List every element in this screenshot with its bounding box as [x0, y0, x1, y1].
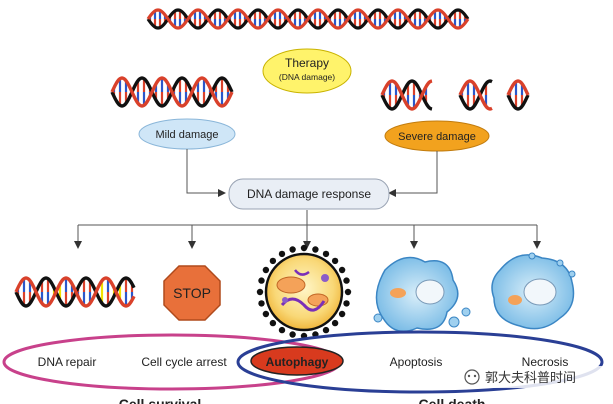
autophagy-node: Autophagy — [250, 346, 344, 376]
therapy-node: Therapy (DNA damage) — [262, 48, 352, 94]
cell-cycle-arrest-label: Cell cycle arrest — [141, 355, 227, 369]
therapy-title: Therapy — [285, 56, 329, 70]
severe-damaged-dna-icon — [380, 79, 530, 111]
necrotic-cell-icon — [491, 252, 576, 330]
stop-sign-icon: STOP — [163, 265, 221, 321]
dna-damage-response-label: DNA damage response — [247, 187, 371, 201]
watermark-text: 郭大夫科普时间 — [485, 370, 576, 386]
autophagy-label: Autophagy — [266, 355, 329, 369]
mild-damage-label: Mild damage — [156, 129, 219, 141]
dna-damage-response-node: DNA damage response — [228, 178, 390, 210]
cell-death-ring — [236, 330, 604, 394]
stop-label: STOP — [173, 285, 211, 301]
cell-death-label: Cell death — [419, 396, 486, 404]
cell-survival-label: Cell survival — [119, 396, 202, 404]
severe-damage-label: Severe damage — [398, 131, 476, 143]
mild-damage-node: Mild damage — [138, 118, 236, 150]
mild-damaged-dna-icon — [110, 76, 234, 108]
intact-dna-icon — [146, 8, 470, 30]
apoptosis-label: Apoptosis — [390, 355, 443, 369]
necrosis-label: Necrosis — [522, 355, 569, 369]
severe-damage-node: Severe damage — [384, 120, 490, 152]
connector-lines — [74, 149, 541, 249]
dna-repair-icon — [14, 276, 136, 308]
therapy-subtitle: (DNA damage) — [279, 72, 335, 82]
dna-repair-label: DNA repair — [38, 355, 97, 369]
apoptotic-cell-icon — [373, 256, 471, 333]
autophagosome-icon — [256, 244, 352, 340]
watermark: 郭大夫科普时间 — [455, 366, 605, 388]
